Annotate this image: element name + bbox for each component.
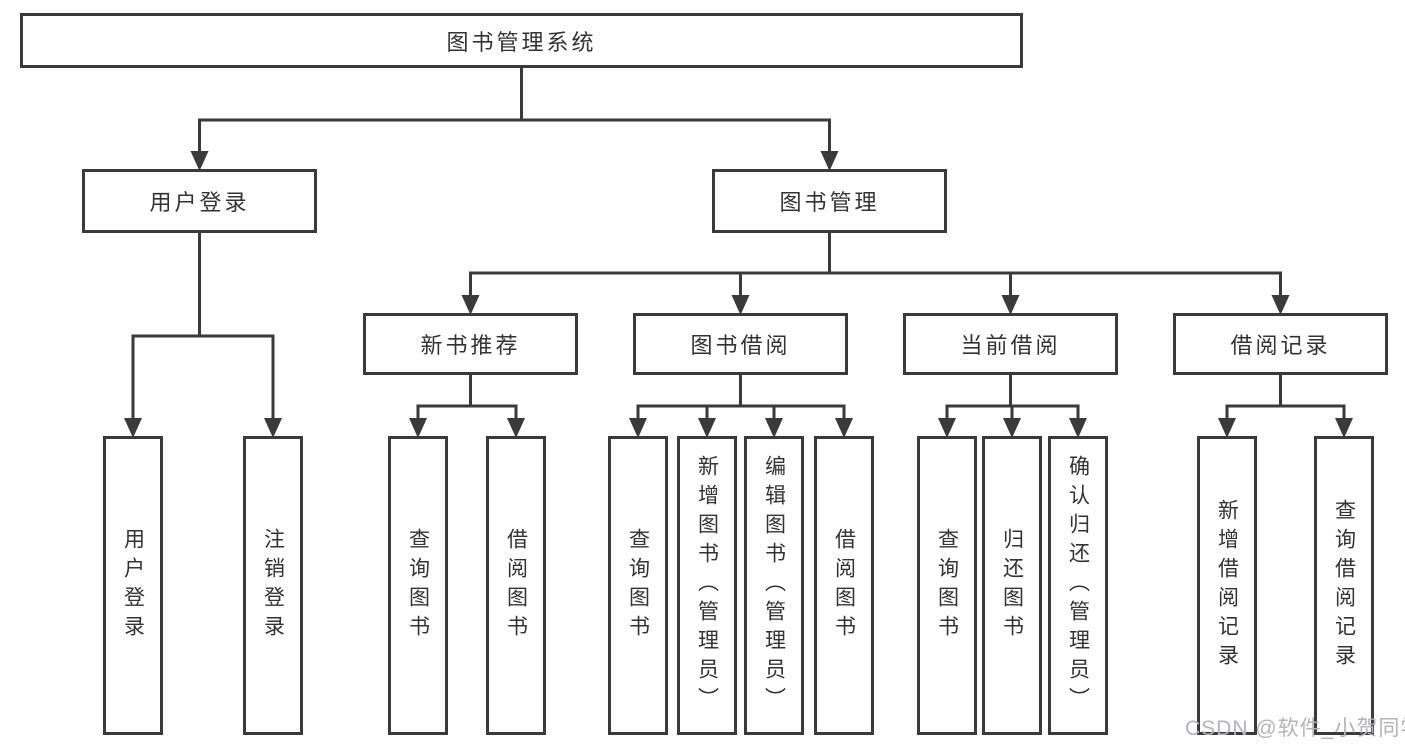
arrowhead-icon [124, 418, 142, 438]
node-label: 新书推荐 [420, 333, 521, 358]
node-label: 借阅图书 [504, 527, 528, 644]
node-label: 图书管理 [779, 190, 880, 215]
node-label: 用户登录 [121, 527, 145, 644]
arrowhead-icon [190, 151, 209, 171]
node-br-add-record: 新增借阅记录 [1197, 436, 1257, 735]
connector-user-login [124, 231, 282, 438]
node-bb-query-book: 查询图书 [608, 436, 668, 735]
connector-current-borrow [938, 373, 1087, 438]
node-login: 用户登录 [103, 436, 163, 735]
node-rec-query-book: 查询图书 [388, 436, 448, 735]
node-label: 编辑图书（管理员） [762, 455, 786, 716]
node-root: 图书管理系统 [20, 13, 1023, 68]
node-bb-edit-book: 编辑图书（管理员） [744, 436, 804, 735]
connector-book-borrow [629, 373, 853, 438]
arrowhead-icon [698, 418, 716, 438]
node-label: 新增图书（管理员） [695, 455, 719, 716]
node-new-book-rec: 新书推荐 [363, 313, 578, 375]
node-cb-query-book: 查询图书 [917, 436, 977, 735]
node-label: 查询图书 [626, 527, 650, 644]
node-current-borrow: 当前借阅 [903, 313, 1118, 375]
node-user-login: 用户登录 [82, 169, 317, 233]
node-label: 查询图书 [406, 527, 430, 644]
arrowhead-icon [765, 418, 783, 438]
connector-new-book-rec [409, 373, 525, 438]
node-label: 新增借阅记录 [1215, 498, 1239, 673]
node-book-borrow: 图书借阅 [633, 313, 848, 375]
connector-book-mgmt [461, 231, 1290, 315]
node-label: 确认归还（管理员） [1066, 455, 1090, 716]
node-cb-return-book: 归还图书 [982, 436, 1042, 735]
node-bb-borrow-book: 借阅图书 [814, 436, 874, 735]
arrowhead-icon [461, 295, 480, 315]
node-label: 图书管理系统 [446, 29, 597, 55]
arrowhead-icon [835, 418, 853, 438]
arrowhead-icon [507, 418, 525, 438]
node-label: 查询图书 [935, 527, 959, 644]
arrowhead-icon [629, 418, 647, 438]
arrowhead-icon [938, 418, 956, 438]
node-label: 借阅记录 [1230, 333, 1331, 358]
node-br-query-record: 查询借阅记录 [1314, 436, 1374, 735]
node-label: 图书借阅 [690, 333, 791, 358]
node-logout: 注销登录 [243, 436, 303, 735]
node-label: 当前借阅 [960, 333, 1061, 358]
watermark: CSDN @软件_小贺同学 [1185, 717, 1405, 740]
node-label: 注销登录 [261, 527, 285, 644]
connector-borrow-records [1218, 373, 1353, 438]
arrowhead-icon [409, 418, 427, 438]
node-label: 用户登录 [149, 190, 250, 215]
arrowhead-icon [1271, 295, 1290, 315]
arrowhead-icon [1069, 418, 1087, 438]
arrowhead-icon [1001, 295, 1020, 315]
node-cb-confirm: 确认归还（管理员） [1048, 436, 1108, 735]
arrowhead-icon [1335, 418, 1353, 438]
node-label: 归还图书 [1000, 527, 1024, 644]
node-label: 借阅图书 [832, 527, 856, 644]
node-bb-add-book: 新增图书（管理员） [677, 436, 737, 735]
node-borrow-records: 借阅记录 [1173, 313, 1388, 375]
arrowhead-icon [820, 151, 839, 171]
arrowhead-icon [1003, 418, 1021, 438]
node-rec-borrow-book: 借阅图书 [486, 436, 546, 735]
node-book-mgmt: 图书管理 [712, 169, 947, 233]
connector-root [190, 66, 839, 171]
arrowhead-icon [1218, 418, 1236, 438]
arrowhead-icon [731, 295, 750, 315]
arrowhead-icon [264, 418, 282, 438]
node-label: 查询借阅记录 [1332, 498, 1356, 673]
